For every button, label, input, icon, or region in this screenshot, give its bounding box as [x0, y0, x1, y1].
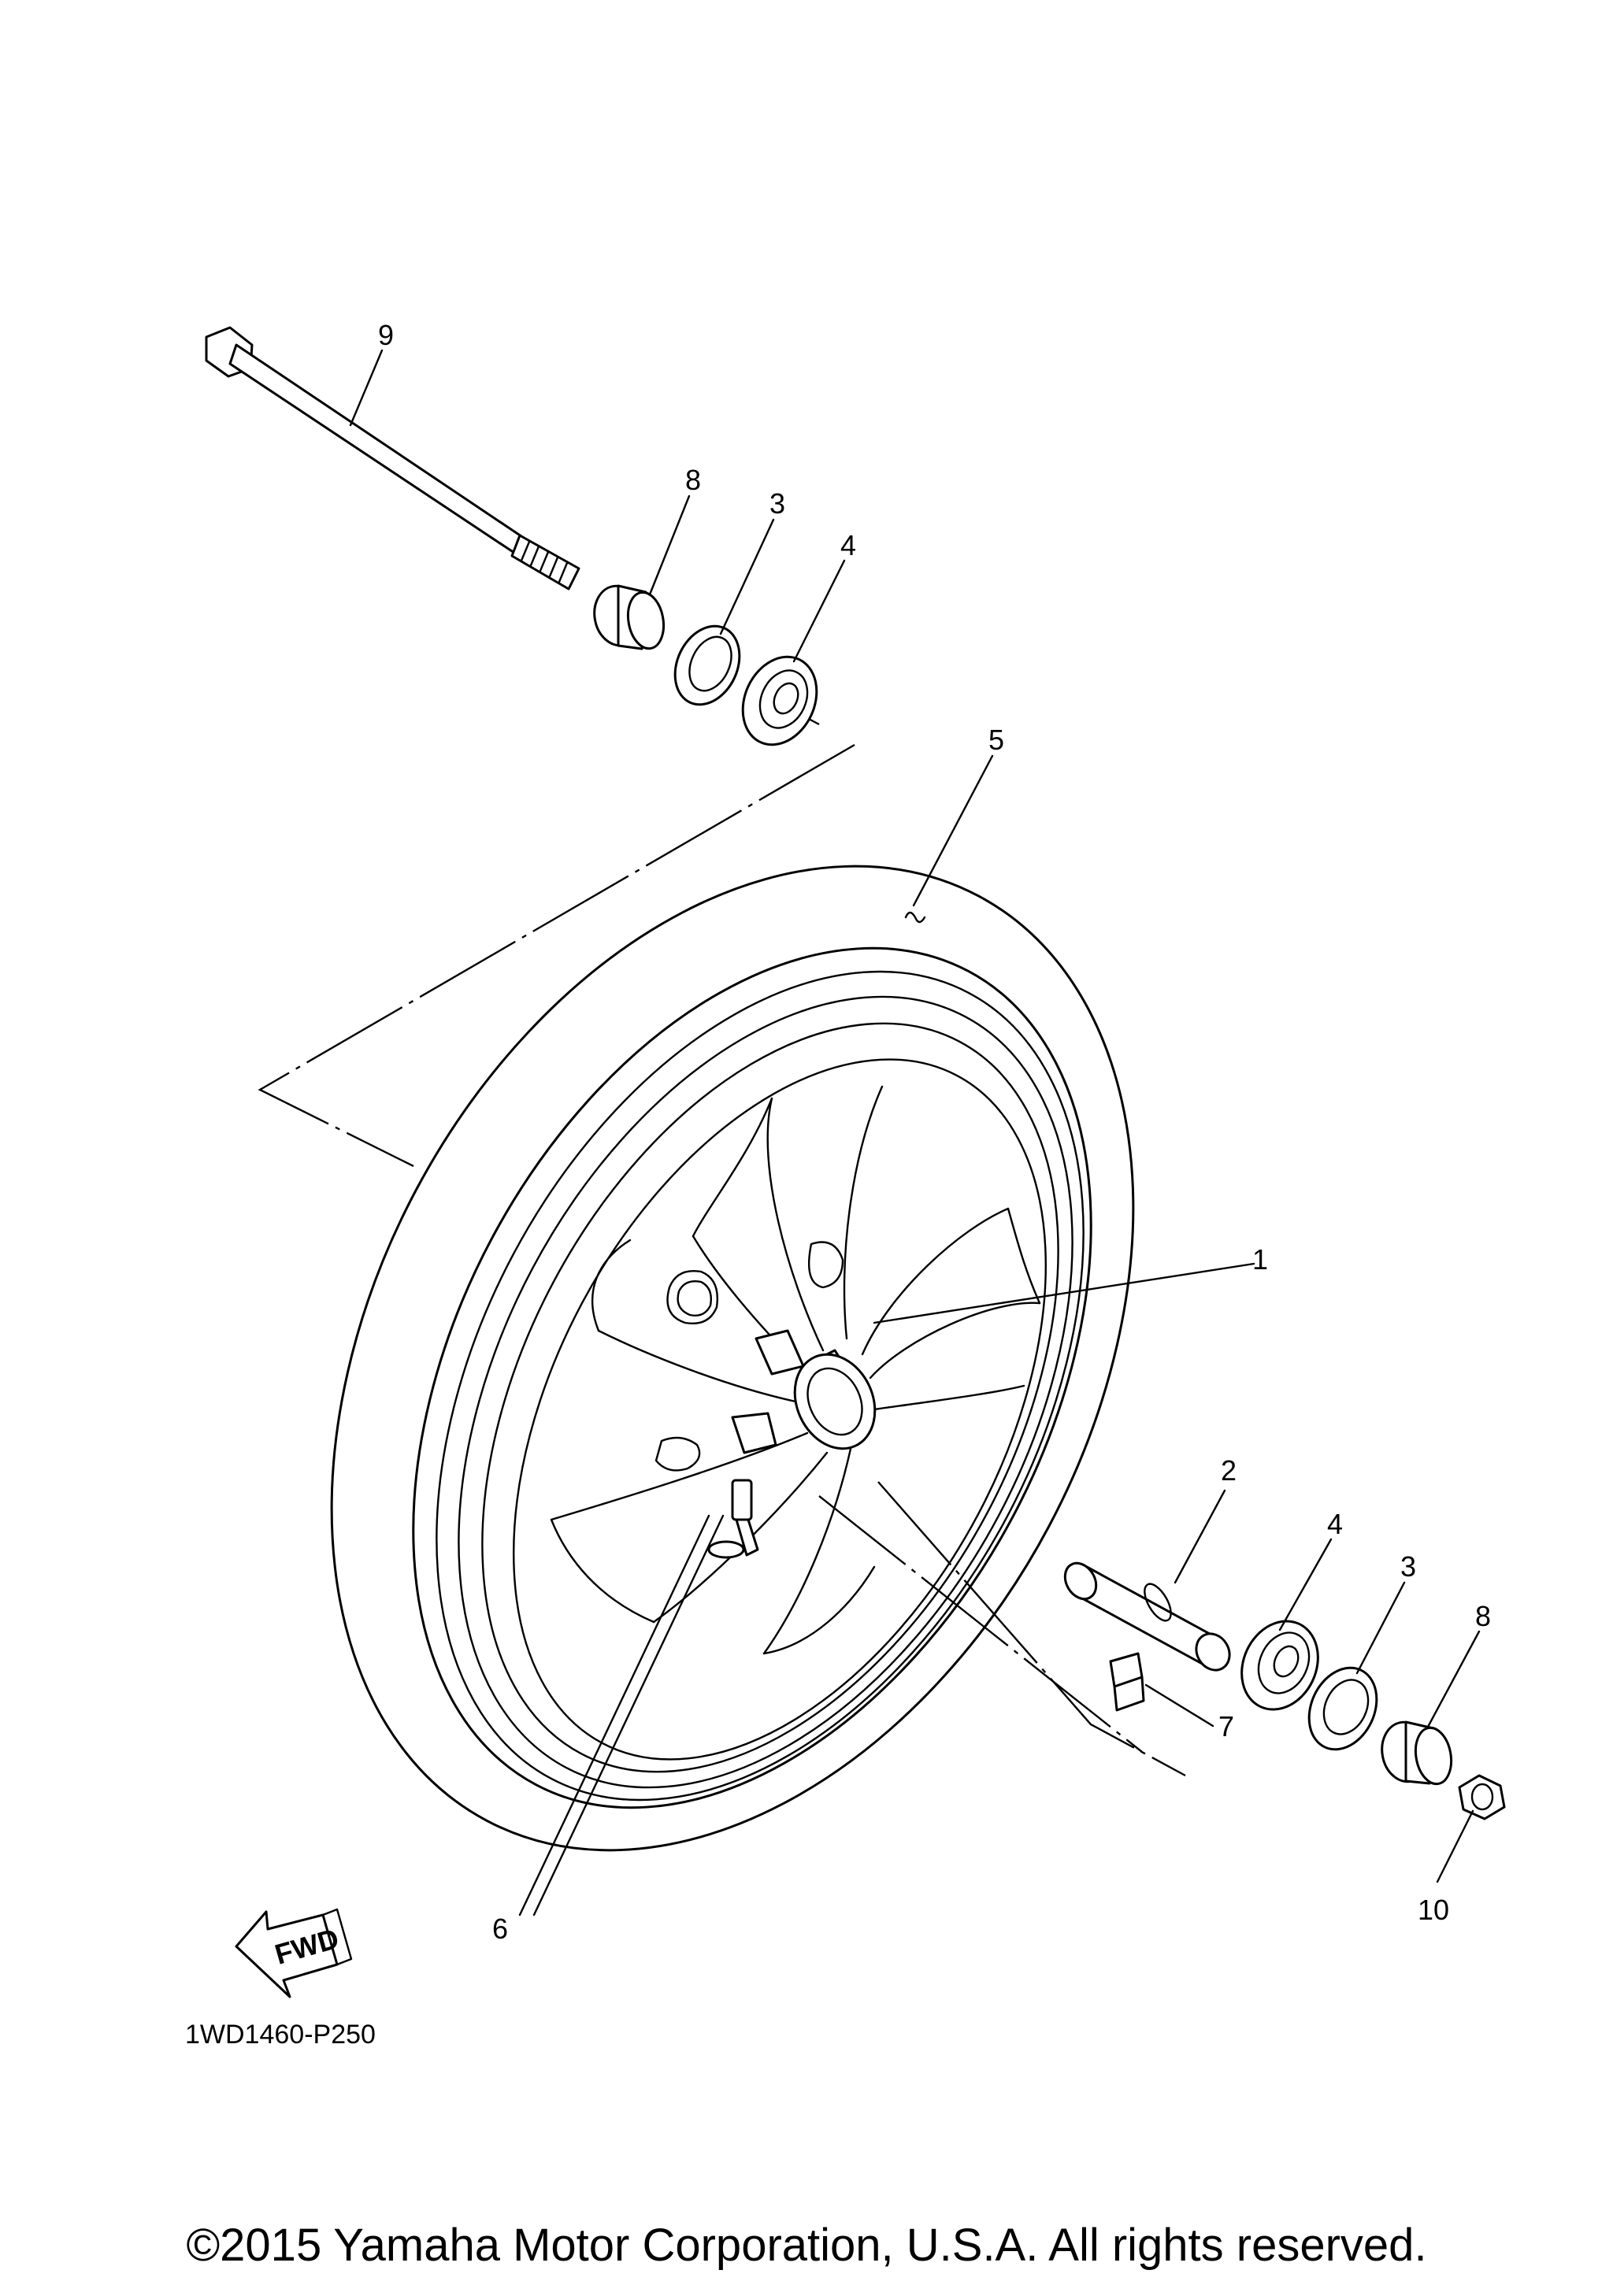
collar-left	[593, 584, 666, 650]
callout-3-left: 3	[769, 487, 785, 520]
wheel-spokes	[550, 1085, 1041, 1655]
reference-lines	[258, 698, 1186, 1777]
callout-8-left: 8	[685, 464, 701, 496]
cast-wheel	[436, 970, 1085, 1802]
oil-seal-right	[1307, 1666, 1378, 1751]
wheel-hub	[731, 1329, 877, 1454]
callout-2: 2	[1221, 1454, 1237, 1487]
callout-4-left: 4	[840, 529, 856, 561]
copyright-notice: ©2015 Yamaha Motor Corporation, U.S.A. A…	[186, 2220, 1427, 2271]
bearing-left	[741, 655, 818, 746]
fwd-arrow-icon: FWD	[235, 1908, 353, 1998]
oil-seal-left	[673, 624, 741, 706]
balance-weight	[1109, 1652, 1145, 1712]
callout-6: 6	[492, 1913, 508, 1945]
bearing-right	[1240, 1620, 1319, 1711]
collar-right	[1381, 1720, 1453, 1786]
callout-3-right: 3	[1400, 1550, 1416, 1583]
callout-labels: 1 2 3 3 4 4 5 6 7 8 8 9 10	[378, 319, 1491, 1945]
callout-leaders	[349, 349, 1481, 1916]
axle-nut	[1458, 1774, 1506, 1820]
callout-1: 1	[1252, 1243, 1268, 1276]
callout-10: 10	[1418, 1894, 1449, 1926]
callout-9: 9	[378, 319, 394, 351]
callout-8-right: 8	[1475, 1600, 1491, 1632]
callout-7: 7	[1218, 1710, 1234, 1742]
tire-valve	[707, 1479, 759, 1559]
fwd-label: FWD	[271, 1922, 342, 1971]
tire	[330, 865, 1135, 1852]
callout-5: 5	[988, 724, 1004, 756]
wheel-axle	[205, 326, 580, 591]
wheel-windows	[654, 1241, 844, 1472]
callout-4-right: 4	[1327, 1508, 1343, 1540]
drawing-code: 1WD1460-P250	[185, 2020, 376, 2050]
spacer	[1063, 1561, 1231, 1672]
